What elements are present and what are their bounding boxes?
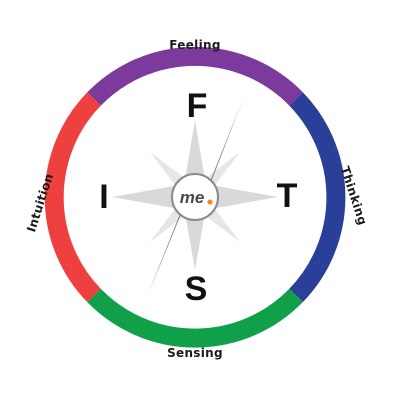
label-feeling: Feeling	[169, 38, 220, 52]
ring-segment-intuition	[44, 92, 101, 303]
compass-rose	[112, 120, 278, 270]
logo-text: me	[180, 188, 205, 207]
rose-point-northwest	[150, 152, 187, 189]
rose-point-north	[184, 120, 206, 186]
letter-west: I	[99, 178, 108, 216]
logo-dot	[207, 199, 213, 205]
letter-east: T	[277, 177, 298, 215]
rose-point-southwest	[150, 205, 187, 242]
compass-ring	[44, 46, 346, 348]
letter-south: S	[185, 270, 208, 308]
ring-segment-thinking	[289, 92, 346, 303]
rose-point-west	[112, 186, 174, 208]
rose-point-northeast	[203, 152, 240, 189]
rose-point-southeast	[203, 205, 240, 242]
label-sensing: Sensing	[167, 346, 223, 360]
me-logo: me	[171, 173, 219, 221]
ring-segment-sensing	[87, 288, 303, 348]
letter-north: F	[187, 87, 208, 125]
ring-segment-feeling	[87, 46, 303, 106]
rose-point-south	[184, 208, 206, 270]
rose-point-east	[216, 186, 278, 208]
